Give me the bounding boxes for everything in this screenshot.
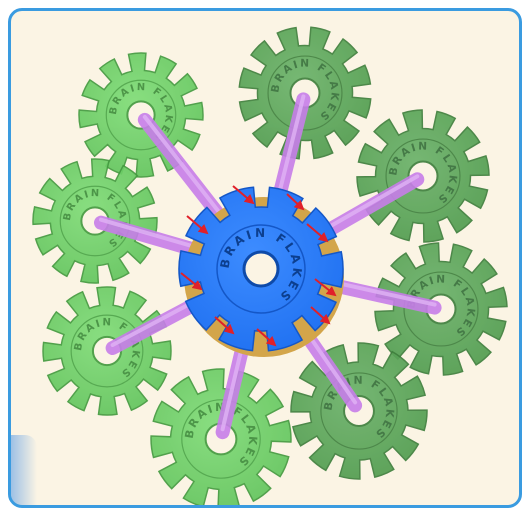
hub-flake-icon: BRAIN FLAKES [179,187,344,357]
corner-shadow [11,435,37,505]
